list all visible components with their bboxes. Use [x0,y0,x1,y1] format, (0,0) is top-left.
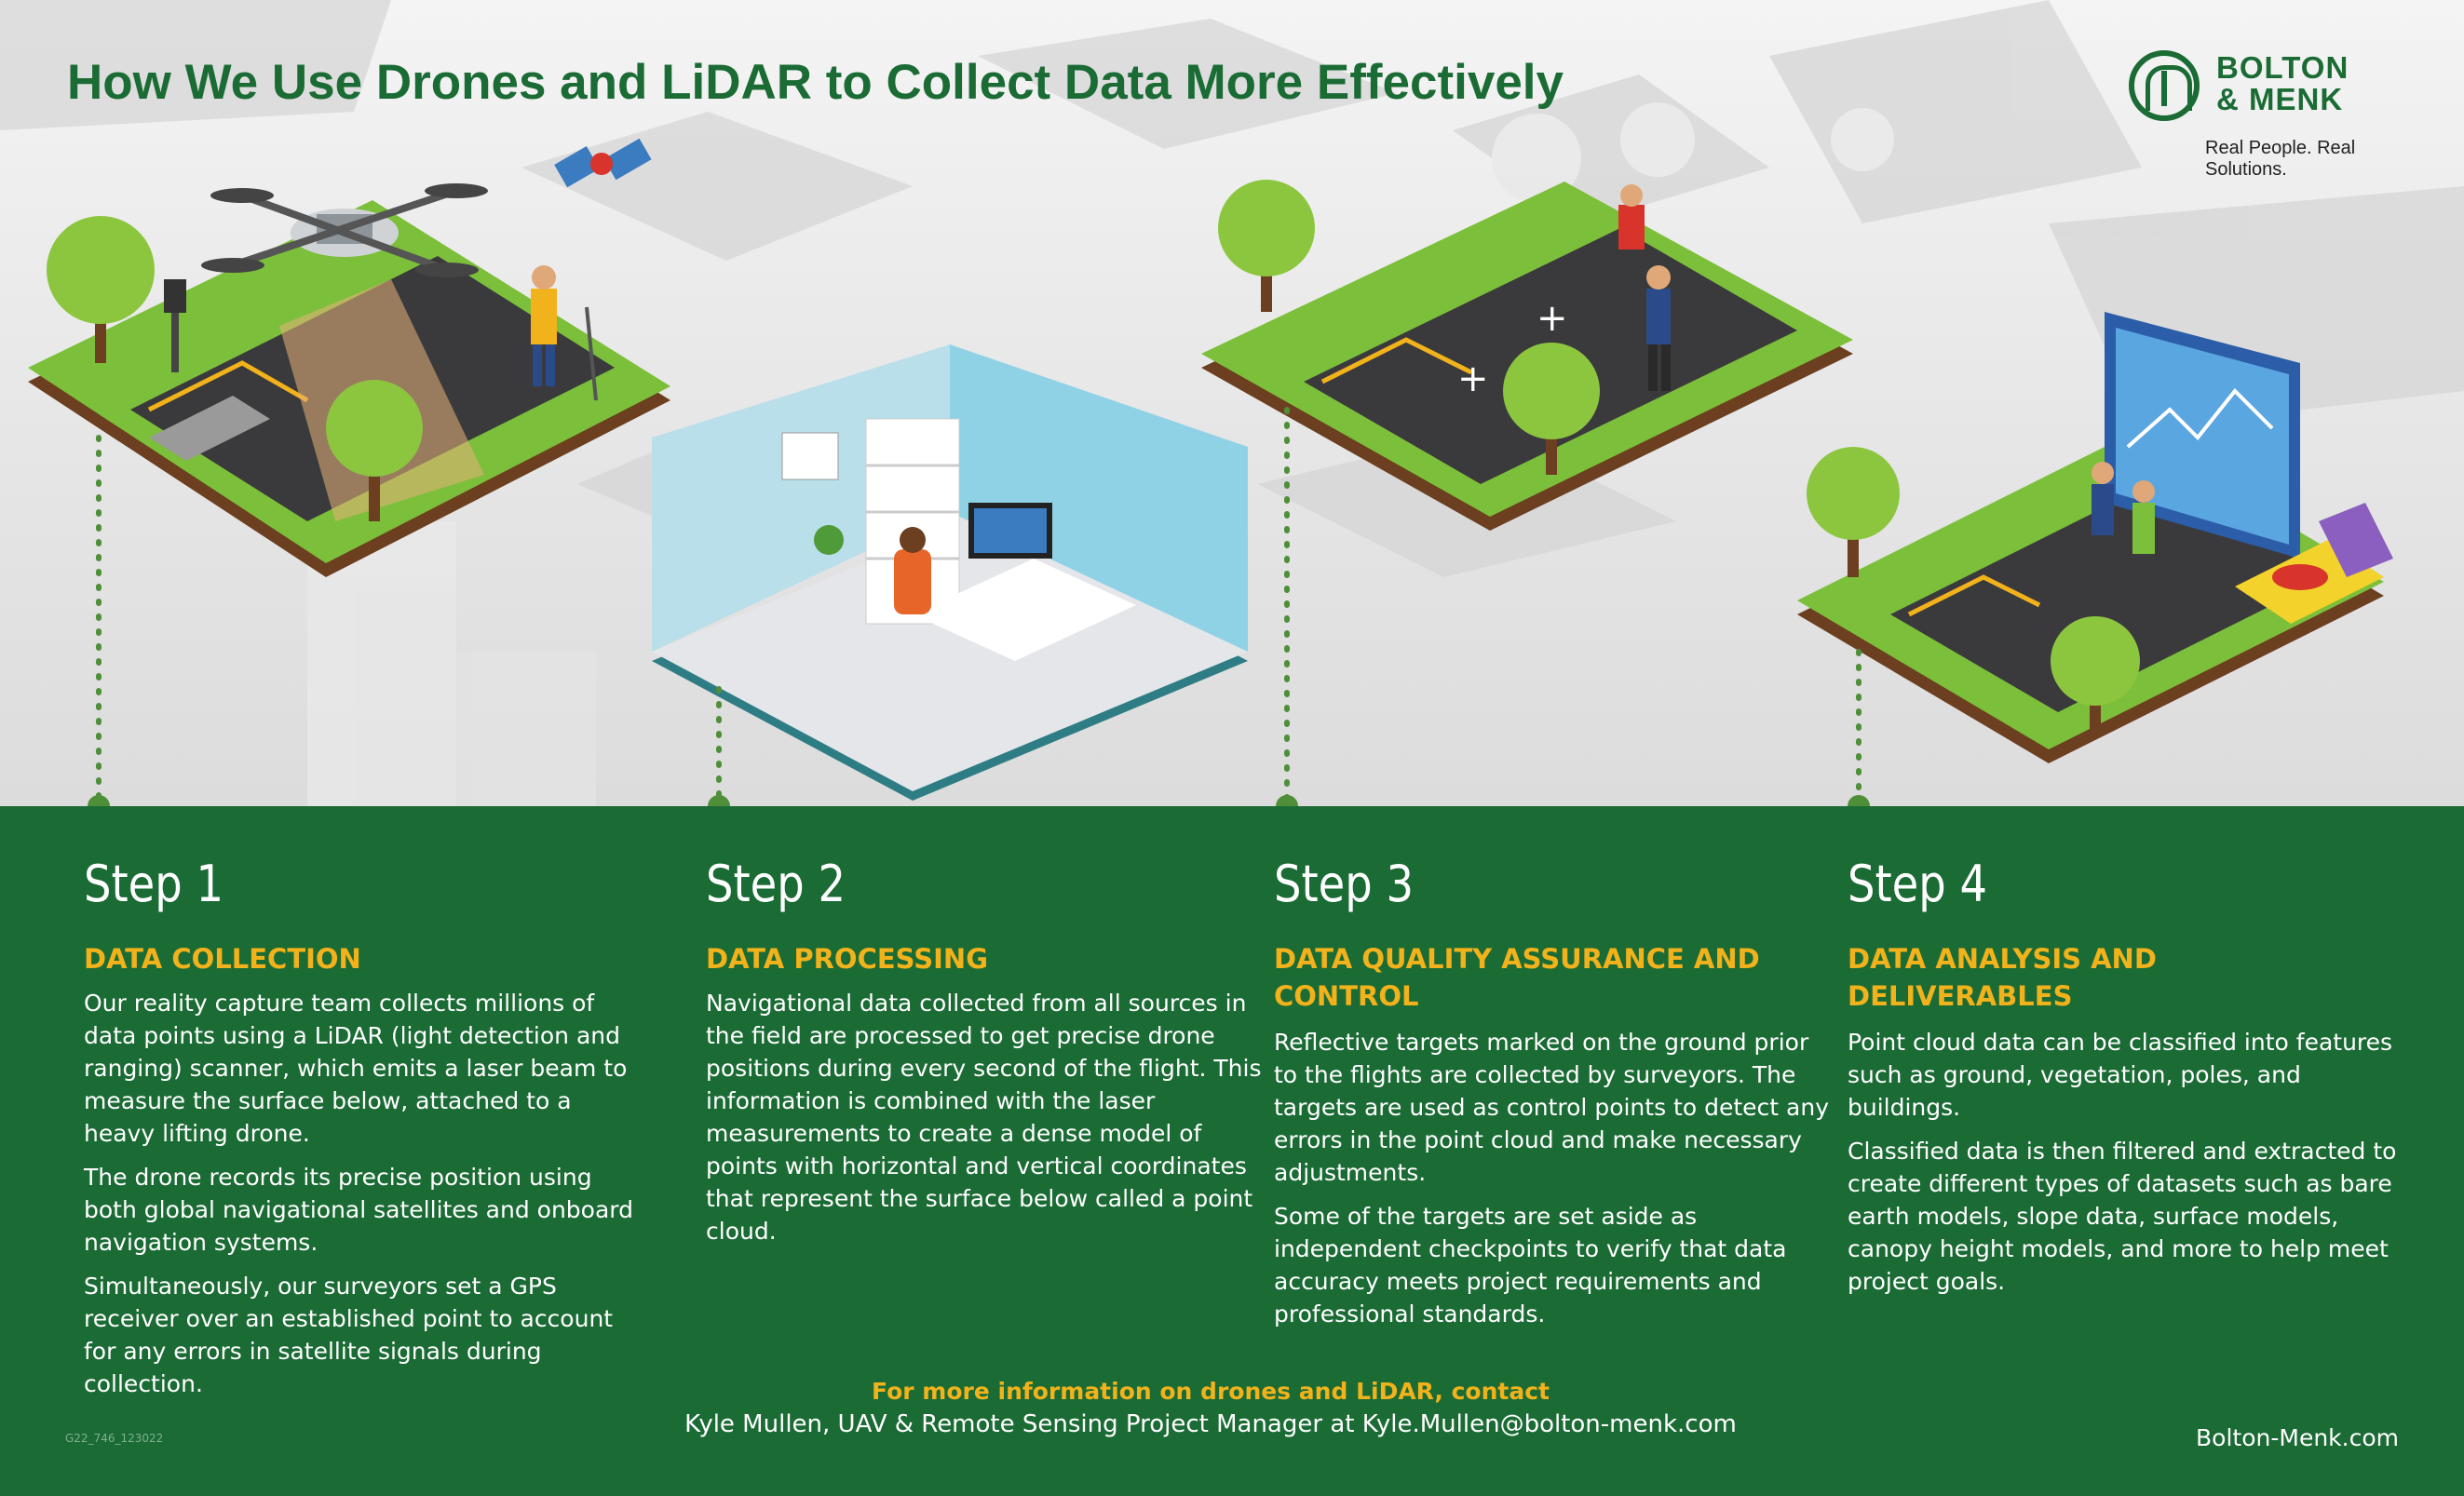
step1-field-tile [28,138,670,577]
office-icon [781,418,1136,661]
step-3-heading: DATA QUALITY ASSURANCE AND CONTROL [1274,943,1760,1012]
step-4-paragraph: Classified data is then filtered and ext… [1848,1138,2397,1295]
step-1-label: Step 1 [84,855,224,913]
traffic-light-icon [164,279,186,372]
connector-dots [88,795,1870,806]
step3-field-tile: + + [1201,180,1853,531]
point-cloud-icon [2235,503,2393,624]
infographic-illustration: + + [0,0,2464,806]
logo-name-line2: & MENK [2216,82,2344,116]
computer-icon [894,503,1052,614]
drone-icon [201,183,488,277]
step-1-paragraph: Simultaneously, our surveyors set a GPS … [84,1273,614,1397]
contact-lead: For more information on drones and LiDAR… [872,1378,1550,1405]
company-logo[interactable]: BOLTON & MENK Real People. Real Solution… [2123,43,2403,180]
step-2-label: Step 2 [706,855,846,913]
bolton-menk-logo-icon [2129,50,2200,121]
connector-lines [96,407,1862,806]
surveyor-icon [1618,184,1671,391]
step-3-label: Step 3 [1274,855,1415,913]
step-1-paragraph: Our reality capture team collects millio… [84,990,628,1147]
step-4-label: Step 4 [1848,855,1988,913]
step-4-body: Point cloud data can be classified into … [1848,1026,2406,1309]
surveyor-icon [2092,462,2155,554]
page-title: How We Use Drones and LiDAR to Collect D… [67,55,1564,110]
tree-icon [1218,180,1600,475]
step-3-body: Reflective targets marked on the ground … [1274,1026,1833,1341]
illustration-area: + + [0,0,2464,806]
step-1-paragraph: The drone records its precise position u… [84,1164,633,1256]
logo-name: BOLTON & MENK [2216,52,2393,115]
svg-text:+: + [1457,357,1489,400]
step-2-body: Navigational data collected from all sou… [706,987,1265,1259]
step-4-heading: DATA ANALYSIS AND DELIVERABLES [1848,943,2157,1012]
step2-office-room [652,344,1248,801]
contact-block: For more information on drones and LiDAR… [559,1376,1862,1441]
logo-name-line1: BOLTON [2216,50,2349,85]
steps-panel: Step 1 DATA COLLECTION Our reality captu… [0,806,2464,1496]
website-link[interactable]: Bolton-Menk.com [2196,1424,2399,1451]
contact-email-link[interactable]: Kyle Mullen, UAV & Remote Sensing Projec… [684,1410,1737,1438]
step4-field-tile [1797,312,2393,763]
step-2-paragraph: Navigational data collected from all sou… [706,990,1262,1245]
step-1-body: Our reality capture team collects millio… [84,987,643,1411]
tree-icon [1807,447,2140,735]
step-3-paragraph: Reflective targets marked on the ground … [1274,1029,1829,1186]
svg-text:+: + [1537,297,1568,340]
step-4-paragraph: Point cloud data can be classified into … [1848,1029,2393,1121]
logo-tagline: Real People. Real Solutions. [2205,138,2356,180]
satellite-icon [554,138,652,188]
document-code: G22_746_123022 [65,1432,164,1445]
step-3-paragraph: Some of the targets are set aside as ind… [1274,1203,1787,1328]
step-1-heading: DATA COLLECTION [84,943,361,975]
tree-icon [47,216,423,521]
step-2-heading: DATA PROCESSING [706,943,988,975]
surveyor-icon [531,265,598,401]
